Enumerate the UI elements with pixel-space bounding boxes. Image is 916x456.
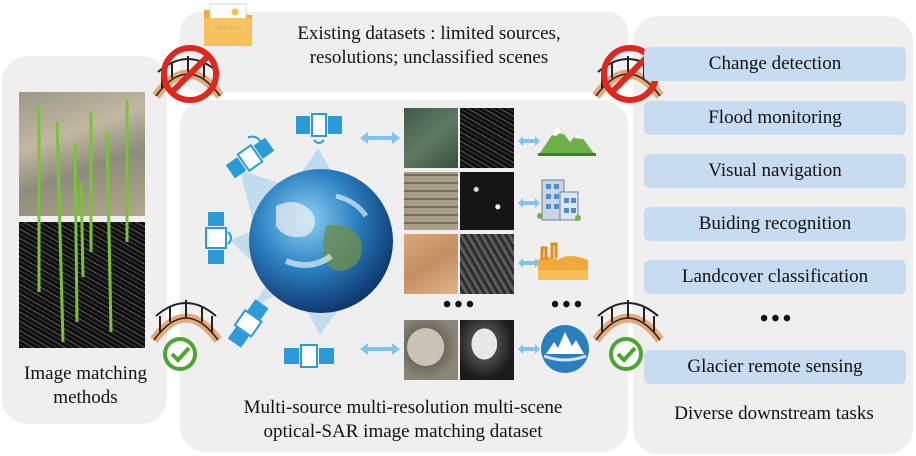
optical-desert-image: [404, 234, 458, 294]
task-visual-navigation: Visual navigation: [644, 154, 906, 188]
task-building-recognition: Buiding recognition: [644, 207, 906, 241]
methods-caption: Image matching methods: [8, 362, 163, 410]
arrow-scene2: [518, 198, 540, 208]
existing-datasets-line2: resolutions; unclassified scenes: [309, 46, 549, 68]
satellite-lower-left-icon: [227, 299, 269, 348]
arrow-row1: [360, 132, 400, 144]
tasks-ellipsis: •••: [759, 306, 795, 332]
optical-forest-image: [404, 108, 458, 168]
arrow-row4: [360, 343, 400, 355]
sar-desert-image: [460, 234, 514, 294]
dataset-caption: Multi-source multi-resolution multi-scen…: [188, 396, 618, 444]
bridge-approved-right-icon: [592, 300, 664, 371]
optical-coast-image: [404, 320, 458, 380]
images-ellipsis: •••: [442, 292, 478, 318]
arrow-scene1: [518, 136, 540, 146]
satellite-left-icon: [205, 212, 232, 264]
satellite-top-icon: [296, 113, 342, 144]
sar-coast-image: [460, 320, 514, 380]
scene-icons-ellipsis: •••: [550, 292, 586, 318]
dataset-caption-line1: Multi-source multi-resolution multi-scen…: [243, 397, 563, 418]
methods-caption-line2: methods: [53, 386, 118, 408]
satellite-upper-left-icon: [225, 135, 275, 179]
glacier-icon: [541, 325, 589, 373]
task-change-detection: Change detection: [644, 47, 906, 81]
optical-urban-image: [404, 172, 458, 230]
building-icon: [537, 179, 581, 221]
sar-urban-image: [460, 172, 514, 230]
existing-datasets-text: Existing datasets : limited sources, res…: [254, 22, 604, 70]
existing-datasets-line1: Existing datasets : limited sources,: [297, 23, 561, 44]
bridge-prohibited-left-icon: [152, 45, 224, 103]
mountain-icon: [538, 126, 596, 156]
desert-icon: [538, 242, 588, 280]
folder-icon: [204, 3, 252, 46]
satellite-bottom-icon: [284, 344, 334, 368]
existing-datasets-panel: [180, 12, 628, 92]
bridge-approved-left-icon: [150, 300, 222, 371]
arrow-scene3: [518, 258, 540, 268]
methods-caption-line1: Image matching: [24, 363, 147, 384]
dataset-caption-line2: optical-SAR image matching dataset: [263, 420, 543, 442]
earth-icon: [249, 169, 393, 313]
arrow-scene4: [518, 344, 540, 354]
task-landcover-classification: Landcover classification: [644, 260, 906, 294]
match-lines: [37, 100, 129, 343]
downstream-caption: Diverse downstream tasks: [674, 403, 874, 424]
task-flood-monitoring: Flood monitoring: [644, 101, 906, 135]
task-glacier-remote-sensing: Glacier remote sensing: [644, 350, 906, 384]
sar-forest-image: [460, 108, 514, 168]
